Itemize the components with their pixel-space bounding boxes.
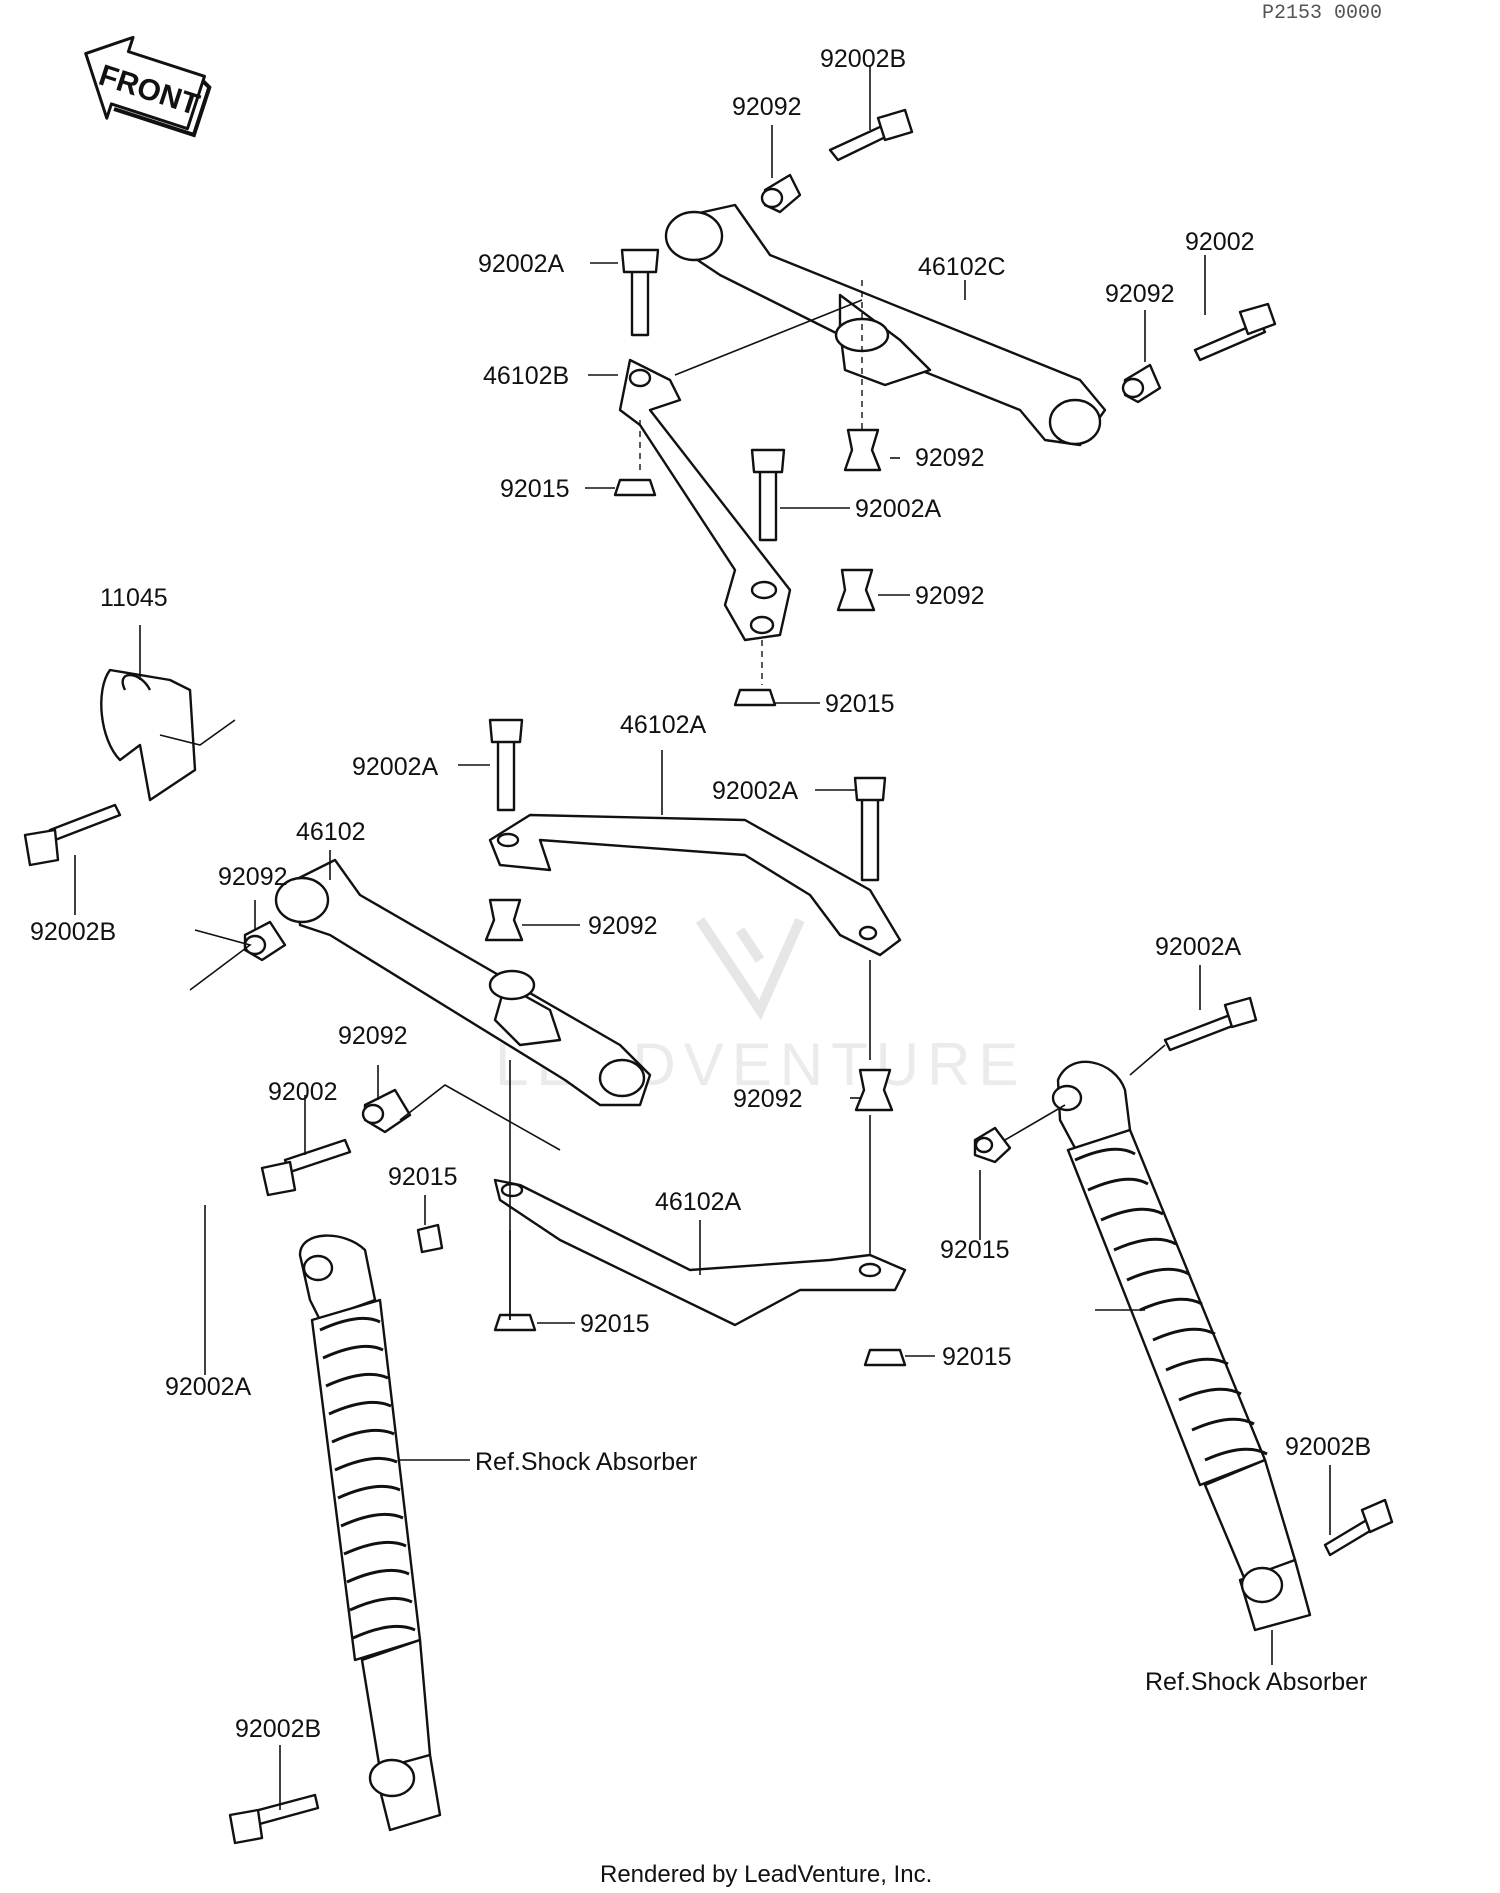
label-92092-top: 92092 <box>732 93 802 121</box>
label-92092-center: 92092 <box>915 444 985 472</box>
label-92002-right: 92002 <box>1185 228 1255 256</box>
label-92015-bottom-right: 92015 <box>942 1343 1012 1371</box>
label-ref-shock-right: Ref.Shock Absorber <box>1145 1668 1367 1696</box>
label-92015-lower-left: 92015 <box>388 1163 458 1191</box>
label-92092-left: 92092 <box>218 863 288 891</box>
label-92002a-mid-right: 92002A <box>712 777 799 805</box>
label-92002b-left-shock: 92002B <box>235 1715 321 1743</box>
shock-absorber-right <box>973 996 1394 1632</box>
shock-absorber-left <box>228 1234 442 1845</box>
footer-credit: Rendered by LeadVenture, Inc. <box>600 1861 932 1888</box>
bar-46102a-lower <box>493 1178 907 1327</box>
label-92002a-left-shock: 92002A <box>165 1373 252 1401</box>
label-11045: 11045 <box>100 584 168 612</box>
label-92092-lower-left: 92092 <box>338 1022 408 1050</box>
label-92002a-right-shock: 92002A <box>1155 933 1242 961</box>
label-ref-shock-left: Ref.Shock Absorber <box>475 1448 697 1476</box>
label-92002b-right-shock: 92002B <box>1285 1433 1371 1461</box>
label-46102a-lower: 46102A <box>655 1188 742 1216</box>
upper-guides <box>639 280 863 685</box>
label-92002a-link: 92002A <box>855 495 942 523</box>
right-guides <box>1004 1044 1166 1141</box>
label-92015-link: 92015 <box>825 690 895 718</box>
upper-hardware <box>613 108 1277 707</box>
page-code: P2153 0000 <box>1262 2 1382 25</box>
middle-hardware <box>243 718 907 1367</box>
label-46102c: 46102C <box>918 253 1006 281</box>
front-arrow: FRONT <box>84 35 212 138</box>
label-92092-lower-right: 92092 <box>733 1085 803 1113</box>
label-92092-right: 92092 <box>1105 280 1175 308</box>
arm-46102 <box>274 858 652 1107</box>
part-labels: 92002B 92092 92002 46102C 92002A 46102B … <box>30 45 1371 1743</box>
label-92002b-top: 92002B <box>820 45 906 73</box>
label-92002-lower-left: 92002 <box>268 1078 338 1106</box>
label-46102: 46102 <box>296 818 366 846</box>
label-92092-link: 92092 <box>915 582 985 610</box>
bar-46102a-upper <box>488 813 902 957</box>
label-92002a-mid-left: 92002A <box>352 753 439 781</box>
middle-guides <box>189 929 871 1320</box>
label-92015-bar: 92015 <box>580 1310 650 1338</box>
label-92092-mid: 92092 <box>588 912 658 940</box>
arm-46102c <box>664 203 1107 447</box>
bracket-11045 <box>23 668 236 867</box>
label-92015-upper: 92015 <box>500 475 570 503</box>
label-92002b-bracket: 92002B <box>30 918 116 946</box>
label-92015-right-shock: 92015 <box>940 1236 1010 1264</box>
leader-lines <box>74 65 1331 1810</box>
label-92002a-upper: 92002A <box>478 250 565 278</box>
link-46102b <box>618 358 792 642</box>
label-46102a-upper: 46102A <box>620 711 707 739</box>
label-46102b: 46102B <box>483 362 569 390</box>
